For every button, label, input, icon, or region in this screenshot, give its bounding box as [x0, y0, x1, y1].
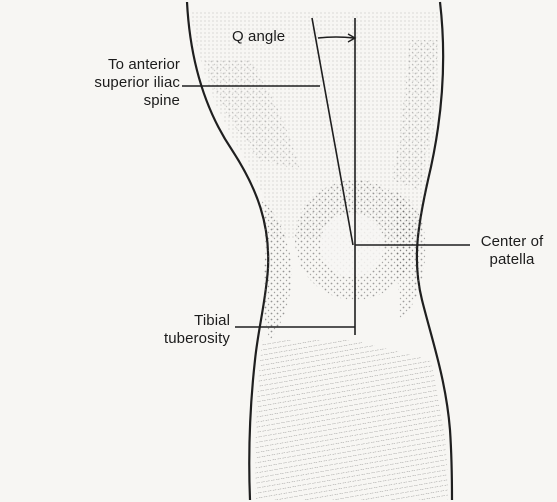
shin-shading [255, 340, 448, 500]
asis-label: To anterior superior iliac spine [40, 56, 180, 110]
tibial-tuberosity-label: Tibial tuberosity [120, 312, 230, 348]
q-angle-label: Q angle [232, 28, 285, 46]
patella-label: Center of patella [470, 233, 554, 269]
